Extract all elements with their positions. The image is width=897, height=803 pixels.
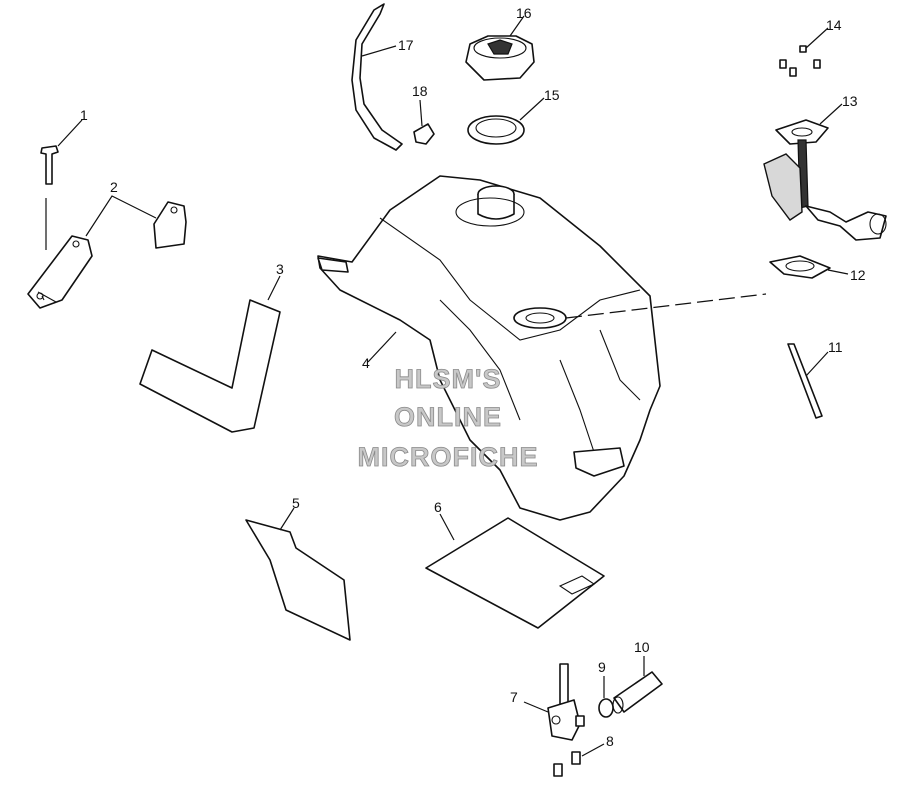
- part-16-fuel-cap: [465, 35, 535, 81]
- part-5-pad: [245, 519, 351, 641]
- callout-14: 14: [826, 17, 842, 33]
- leader-4-dashed: [565, 293, 767, 319]
- part-4-fuel-tank: [317, 175, 661, 521]
- leader-18: [419, 99, 423, 127]
- callout-15: 15: [544, 87, 560, 103]
- leader-7: [523, 701, 549, 713]
- callout-6: 6: [434, 499, 442, 515]
- part-9-clamp: [598, 698, 614, 718]
- part-7-fuel-valve: [547, 663, 585, 741]
- callout-16: 16: [516, 5, 532, 21]
- part-11-rod: [787, 343, 823, 419]
- callout-7: 7: [510, 689, 518, 705]
- part-3-foam-strip: [139, 299, 281, 433]
- leader-5: [279, 507, 295, 531]
- callout-8: 8: [606, 733, 614, 749]
- leader-13: [819, 103, 843, 125]
- part-2-bracket-left: [27, 235, 93, 309]
- callout-5: 5: [292, 495, 300, 511]
- part-13-fuel-sender: [763, 119, 887, 241]
- part-18-check-valve: [413, 123, 435, 145]
- callout-13: 13: [842, 93, 858, 109]
- watermark-line-3: MICROFICHE: [358, 442, 539, 472]
- leader-4: [367, 331, 397, 363]
- callout-2: 2: [110, 179, 118, 195]
- leader-2: [85, 195, 157, 237]
- watermark-line-1: HLSM'S: [395, 364, 502, 394]
- part-14-screws: [779, 45, 821, 77]
- part-1-bolt: [40, 145, 59, 185]
- leader-1: [57, 119, 83, 147]
- callout-1: 1: [80, 107, 88, 123]
- callout-9: 9: [598, 659, 606, 675]
- callout-17: 17: [398, 37, 414, 53]
- part-15-cap-gasket: [467, 115, 525, 145]
- leader-17: [361, 45, 397, 57]
- callout-11: 11: [828, 339, 843, 355]
- callout-12: 12: [850, 267, 866, 283]
- leader-6: [439, 513, 455, 541]
- part-12-gasket: [769, 255, 831, 279]
- part-8-screws: [553, 751, 581, 777]
- part-2-bracket-right: [153, 201, 187, 249]
- leader-11: [805, 351, 829, 377]
- watermark-line-2: ONLINE: [394, 402, 502, 432]
- callout-10: 10: [634, 639, 650, 655]
- leader-8: [581, 743, 605, 757]
- callout-4: 4: [362, 355, 370, 371]
- callout-3: 3: [276, 261, 284, 277]
- callout-18: 18: [412, 83, 428, 99]
- watermark: HLSM'S ONLINE MICROFICHE: [357, 364, 539, 473]
- part-17-vent-hose: [351, 3, 403, 151]
- leader-14: [805, 27, 829, 49]
- leader-16: [509, 15, 525, 37]
- leader-3: [267, 275, 281, 301]
- leader-15: [519, 97, 545, 121]
- part-6-mat: [425, 517, 605, 629]
- leader-12: [827, 269, 849, 275]
- part-10-hose: [612, 671, 663, 714]
